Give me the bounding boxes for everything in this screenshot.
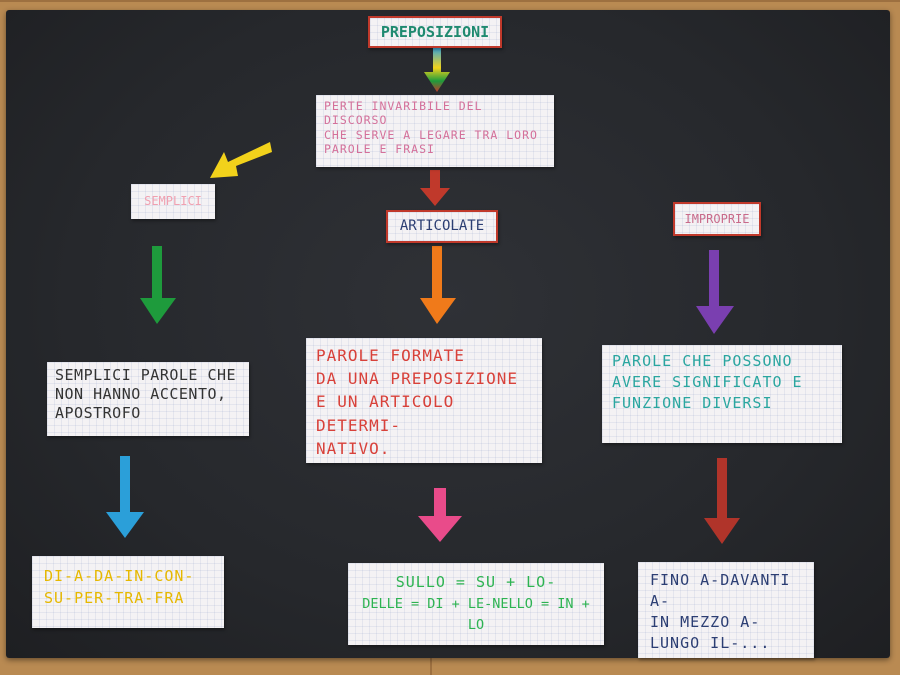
semplici-description-line: SEMPLICI PAROLE CHE	[55, 366, 237, 384]
improprie-description-line: FUNZIONE DIVERSI	[612, 394, 773, 412]
arrow-shape	[696, 250, 734, 334]
improprie-examples-card: FINO A-DAVANTI A- IN MEZZO A- LUNGO IL-.…	[638, 562, 814, 658]
arrow-shape	[420, 246, 456, 324]
floor-seam	[430, 658, 432, 675]
semplici-example-line: DI-A-DA-IN-CON-	[44, 567, 195, 585]
semplici-label-card: SEMPLICI	[131, 184, 215, 219]
articolate-description-line: DA UNA PREPOSIZIONE	[316, 369, 519, 389]
definition-line: PAROLE E FRASI	[324, 142, 435, 157]
arrow-shape	[418, 488, 462, 542]
articolate-label-card: ARTICOLATE	[386, 210, 498, 243]
semplici-description-card: SEMPLICI PAROLE CHE NON HANNO ACCENTO, A…	[47, 362, 249, 436]
improprie-example-line: LUNGO IL-...	[650, 634, 771, 652]
arrow-improprie-to-examples	[704, 458, 740, 544]
improprie-example-line: IN MEZZO A-	[650, 613, 761, 631]
definition-line: PERTE INVARIBILE DEL DISCORSO	[324, 99, 483, 128]
arrow-definition-to-articolate	[420, 170, 450, 206]
articolate-description-line: E UN ARTICOLO DETERMI-	[316, 392, 455, 435]
arrow-shape	[140, 246, 176, 324]
improprie-label: IMPROPRIE	[684, 211, 750, 226]
improprie-example-line: FINO A-DAVANTI A-	[650, 571, 791, 610]
diagram-title: PREPOSIZIONI	[380, 22, 490, 41]
articolate-description-card: PAROLE FORMATE DA UNA PREPOSIZIONE E UN …	[306, 338, 542, 463]
semplici-description-line: NON HANNO ACCENTO,	[55, 384, 227, 403]
articolate-example-line: DELLE = DI + LE-NELLO = IN + LO	[362, 596, 590, 634]
arrow-semplici-to-examples	[106, 456, 144, 538]
arrow-articolate-to-examples	[418, 488, 462, 542]
floor-seam	[0, 0, 900, 2]
definition-card: PERTE INVARIBILE DEL DISCORSO CHE SERVE …	[316, 95, 554, 167]
arrow-shape	[424, 48, 450, 92]
articolate-label: ARTICOLATE	[399, 217, 485, 234]
arrow-title-to-definition	[424, 48, 450, 92]
improprie-description-line: AVERE SIGNIFICATO E	[612, 373, 803, 391]
articolate-description-line: PAROLE FORMATE	[316, 346, 465, 365]
arrow-shape	[420, 170, 450, 206]
articolate-examples-card: SULLO = SU + LO- DELLE = DI + LE-NELLO =…	[348, 563, 604, 645]
semplici-examples-card: DI-A-DA-IN-CON- SU-PER-TRA-FRA	[32, 556, 224, 628]
articolate-example-line: SULLO = SU + LO-	[395, 573, 557, 591]
arrow-semplici-down	[140, 246, 176, 324]
title-card: PREPOSIZIONI	[368, 16, 502, 48]
arrow-articolate-down	[420, 246, 456, 324]
arrow-shape	[704, 458, 740, 544]
arrow-shape	[210, 142, 272, 178]
improprie-description-line: PAROLE CHE POSSONO	[612, 352, 793, 370]
improprie-description-card: PAROLE CHE POSSONO AVERE SIGNIFICATO E F…	[602, 345, 842, 443]
semplici-description-line: APOSTROFO	[55, 403, 141, 422]
articolate-description-line: NATIVO.	[316, 438, 391, 458]
arrow-to-semplici	[210, 142, 272, 178]
improprie-label-card: IMPROPRIE	[673, 202, 761, 236]
arrow-improprie-down	[696, 250, 734, 334]
semplici-label: SEMPLICI	[144, 194, 202, 208]
definition-line: CHE SERVE A LEGARE TRA LORO	[324, 127, 538, 142]
semplici-example-line: SU-PER-TRA-FRA	[44, 588, 185, 607]
arrow-shape	[106, 456, 144, 538]
